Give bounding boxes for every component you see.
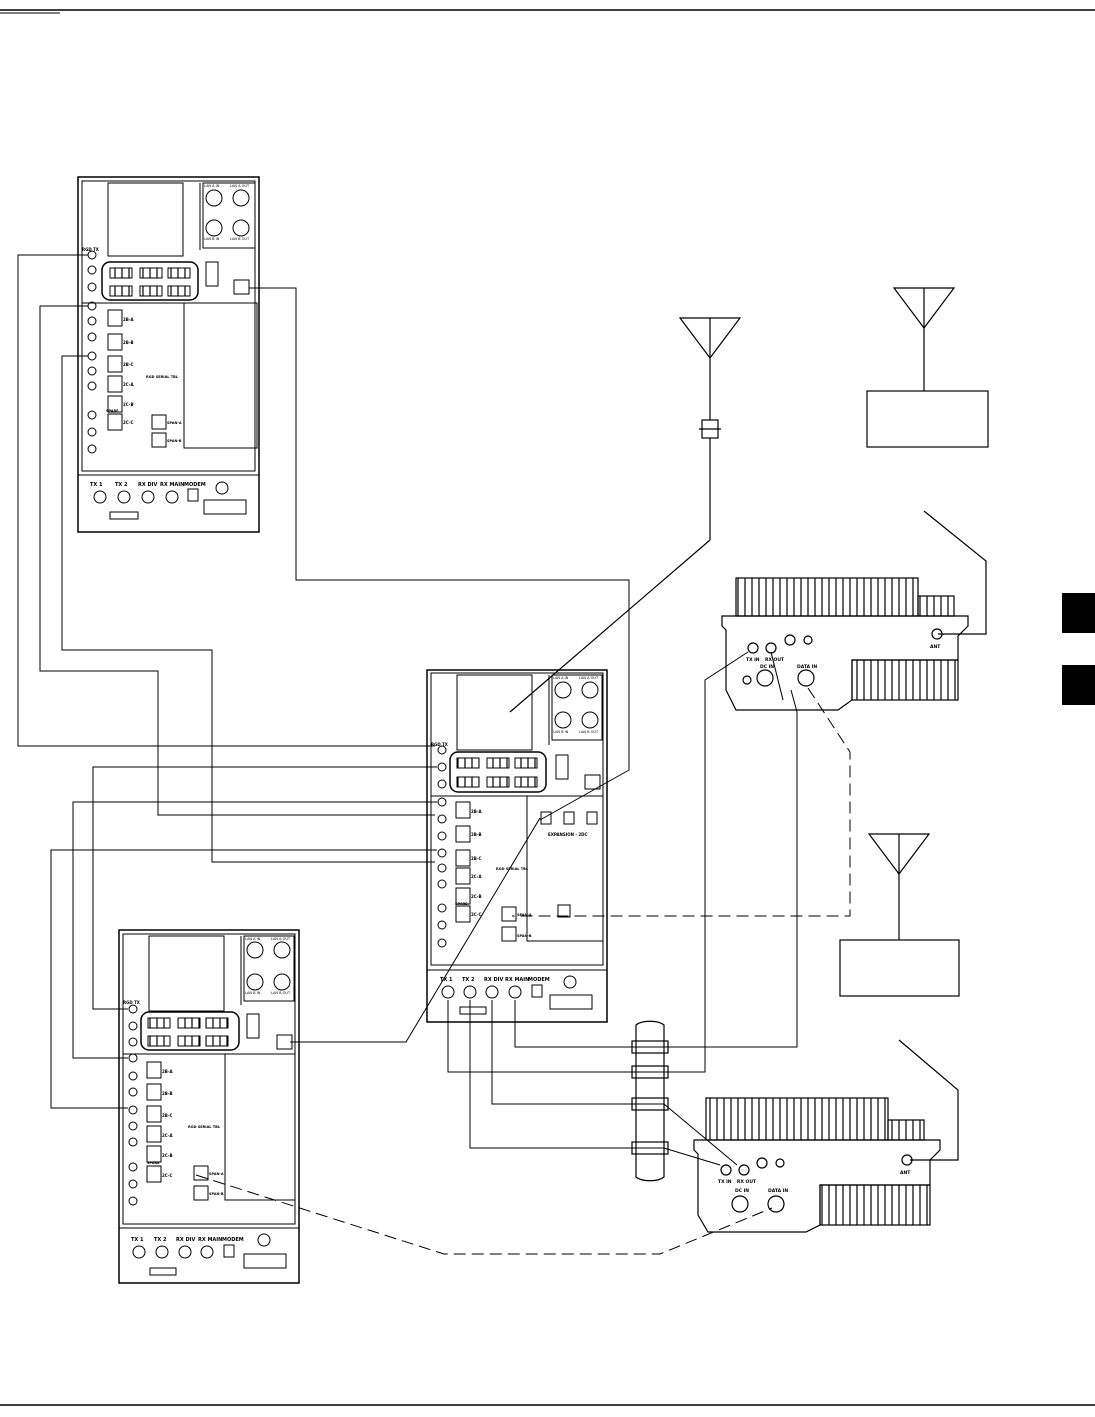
upper-left-port-tx2: TX 2 (115, 482, 128, 488)
middle-port-tx1: TX 1 (440, 977, 453, 983)
lower-left-lan-a-in: LAN A IN (245, 937, 261, 941)
middle-serial: RGD SERIAL TBL (496, 867, 529, 871)
amp-upper-ant: ANT (930, 644, 941, 650)
upper-left-port-modem: MODEM (184, 482, 206, 488)
amplifier-upper-labels: TX IN RX OUT DC IN DATA IN ANT (746, 644, 941, 670)
lower-left-hso-2ba: 2B-A (162, 1069, 173, 1074)
cabinet-lower-left (118, 929, 300, 1284)
lower-left-hso-2bb: 2B-B (162, 1091, 173, 1096)
page-rules (0, 9, 1095, 1406)
amp-lower-tx-in: TX IN (718, 1179, 732, 1185)
middle-lan-b-out: LAN B OUT (579, 730, 599, 734)
upper-left-serial: RGD SERIAL TBL (146, 375, 179, 379)
upper-left-lan-b-in: LAN B IN (204, 237, 220, 241)
middle-hso-2cc: 2C-C (471, 912, 481, 917)
cabinet-lower-left-labels: TX 1 TX 2 RX DIV RX MAIN MODEM RGD TX LA… (123, 937, 291, 1243)
lower-left-port-tx1: TX 1 (131, 1237, 144, 1243)
upper-left-hso-2cc: 2C-C (123, 420, 133, 425)
cabinet-middle-labels: TX 1 TX 2 RX DIV RX MAIN MODEM RGD TX LA… (431, 676, 599, 983)
lower-left-lan-a-out: LAN A OUT (271, 937, 291, 941)
amp-lower-data-in: DATA IN (768, 1188, 788, 1194)
upper-left-lan-a-in: LAN A IN (204, 184, 220, 188)
middle-span-a: SPAN-A (517, 913, 532, 917)
lower-left-port-rxmain: RX MAIN (198, 1237, 222, 1243)
amp-upper-data-in: DATA IN (797, 664, 817, 670)
middle-spare: SPARE (455, 902, 468, 906)
lower-left-lan-b-out: LAN B OUT (271, 991, 291, 995)
filter-box-upper (866, 390, 989, 448)
upper-left-hso-2cb: 2C-B (123, 402, 134, 407)
middle-hso-2ca: 2C-A (471, 874, 482, 879)
upper-left-hso-2bc: 2B-C (123, 362, 133, 367)
amplifier-lower-labels: TX IN RX OUT DC IN DATA IN ANT (718, 1170, 911, 1194)
amplifier-lower (693, 1097, 941, 1233)
middle-hso-2ba: 2B-A (471, 809, 482, 814)
middle-hso-2bc: 2B-C (471, 856, 481, 861)
data-links-dashed (195, 687, 851, 1255)
lower-left-hso-2cc: 2C-C (162, 1173, 172, 1178)
filter-box-lower (839, 939, 960, 997)
upper-left-spare: SPARE (106, 409, 119, 413)
upper-left-lan-a-out: LAN A OUT (230, 184, 250, 188)
lower-left-port-modem: MODEM (222, 1237, 244, 1243)
amplifier-upper (721, 577, 969, 711)
amp-upper-rx-out: RX OUT (765, 657, 785, 663)
lower-left-span-a: SPAN-A (209, 1172, 224, 1176)
middle-lan-b-in: LAN B IN (553, 730, 569, 734)
lower-left-serial: RGD SERIAL TBL (188, 1125, 221, 1129)
middle-hso-2bb: 2B-B (471, 832, 482, 837)
upper-left-hso-2bb: 2B-B (123, 340, 134, 345)
middle-span-b: SPAN-B (517, 934, 532, 938)
middle-lan-a-in: LAN A IN (553, 676, 569, 680)
amp-lower-rx-out: RX OUT (737, 1179, 757, 1185)
cabinet-upper-left (77, 176, 260, 533)
amp-upper-dc-in: DC IN (760, 664, 774, 670)
middle-port-rxdiv: RX DIV (484, 977, 503, 983)
lower-left-port-rxdiv: RX DIV (176, 1237, 195, 1243)
upper-left-hso-2ba: 2B-A (123, 317, 134, 322)
middle-expansion: EXPANSION - 2DC (548, 832, 587, 837)
antenna-upper-right (866, 287, 989, 635)
antenna-lower-right (839, 833, 960, 1161)
interconnect-wiring (17, 254, 798, 1166)
lower-left-hso-2cb: 2C-B (162, 1153, 173, 1158)
amp-lower-ant: ANT (900, 1170, 911, 1176)
amp-upper-tx-in: TX IN (746, 657, 760, 663)
lower-left-lan-b-in: LAN B IN (245, 991, 261, 995)
middle-port-tx2: TX 2 (462, 977, 475, 983)
middle-lan-a-out: LAN A OUT (579, 676, 599, 680)
lower-left-span-b: SPAN-B (209, 1192, 224, 1196)
cabinet-upper-left-labels: TX 1 TX 2 RX DIV RX MAIN MODEM RGD TX LA… (82, 184, 250, 488)
upper-left-port-rxdiv: RX DIV (138, 482, 157, 488)
section-tab-lower (1062, 665, 1095, 705)
upper-left-rgd-tx: RGD TX (82, 247, 99, 252)
lower-left-hso-2bc: 2B-C (162, 1113, 172, 1118)
lower-left-hso-2ca: 2C-A (162, 1133, 173, 1138)
lower-left-rgd-tx: RGD TX (123, 1000, 140, 1005)
upper-left-port-rxmain: RX MAIN (160, 482, 184, 488)
section-tab-upper (1062, 593, 1095, 633)
lower-left-spare: SPARE (147, 1161, 160, 1165)
upper-left-span-a: SPAN-A (167, 421, 182, 425)
cabinet-middle (426, 669, 608, 1023)
antenna-center (509, 317, 742, 713)
middle-hso-2cb: 2C-B (471, 894, 482, 899)
upper-left-lan-b-out: LAN B OUT (230, 237, 250, 241)
middle-port-rxmain: RX MAIN (505, 977, 529, 983)
upper-left-span-b: SPAN-B (167, 439, 182, 443)
middle-port-modem: MODEM (528, 977, 550, 983)
lower-left-port-tx2: TX 2 (154, 1237, 167, 1243)
middle-rgd-tx: RGD TX (431, 742, 448, 747)
cable-bundle (631, 1020, 669, 1182)
amp-lower-dc-in: DC IN (735, 1188, 749, 1194)
upper-left-hso-2ca: 2C-A (123, 382, 134, 387)
upper-left-port-tx1: TX 1 (90, 482, 103, 488)
